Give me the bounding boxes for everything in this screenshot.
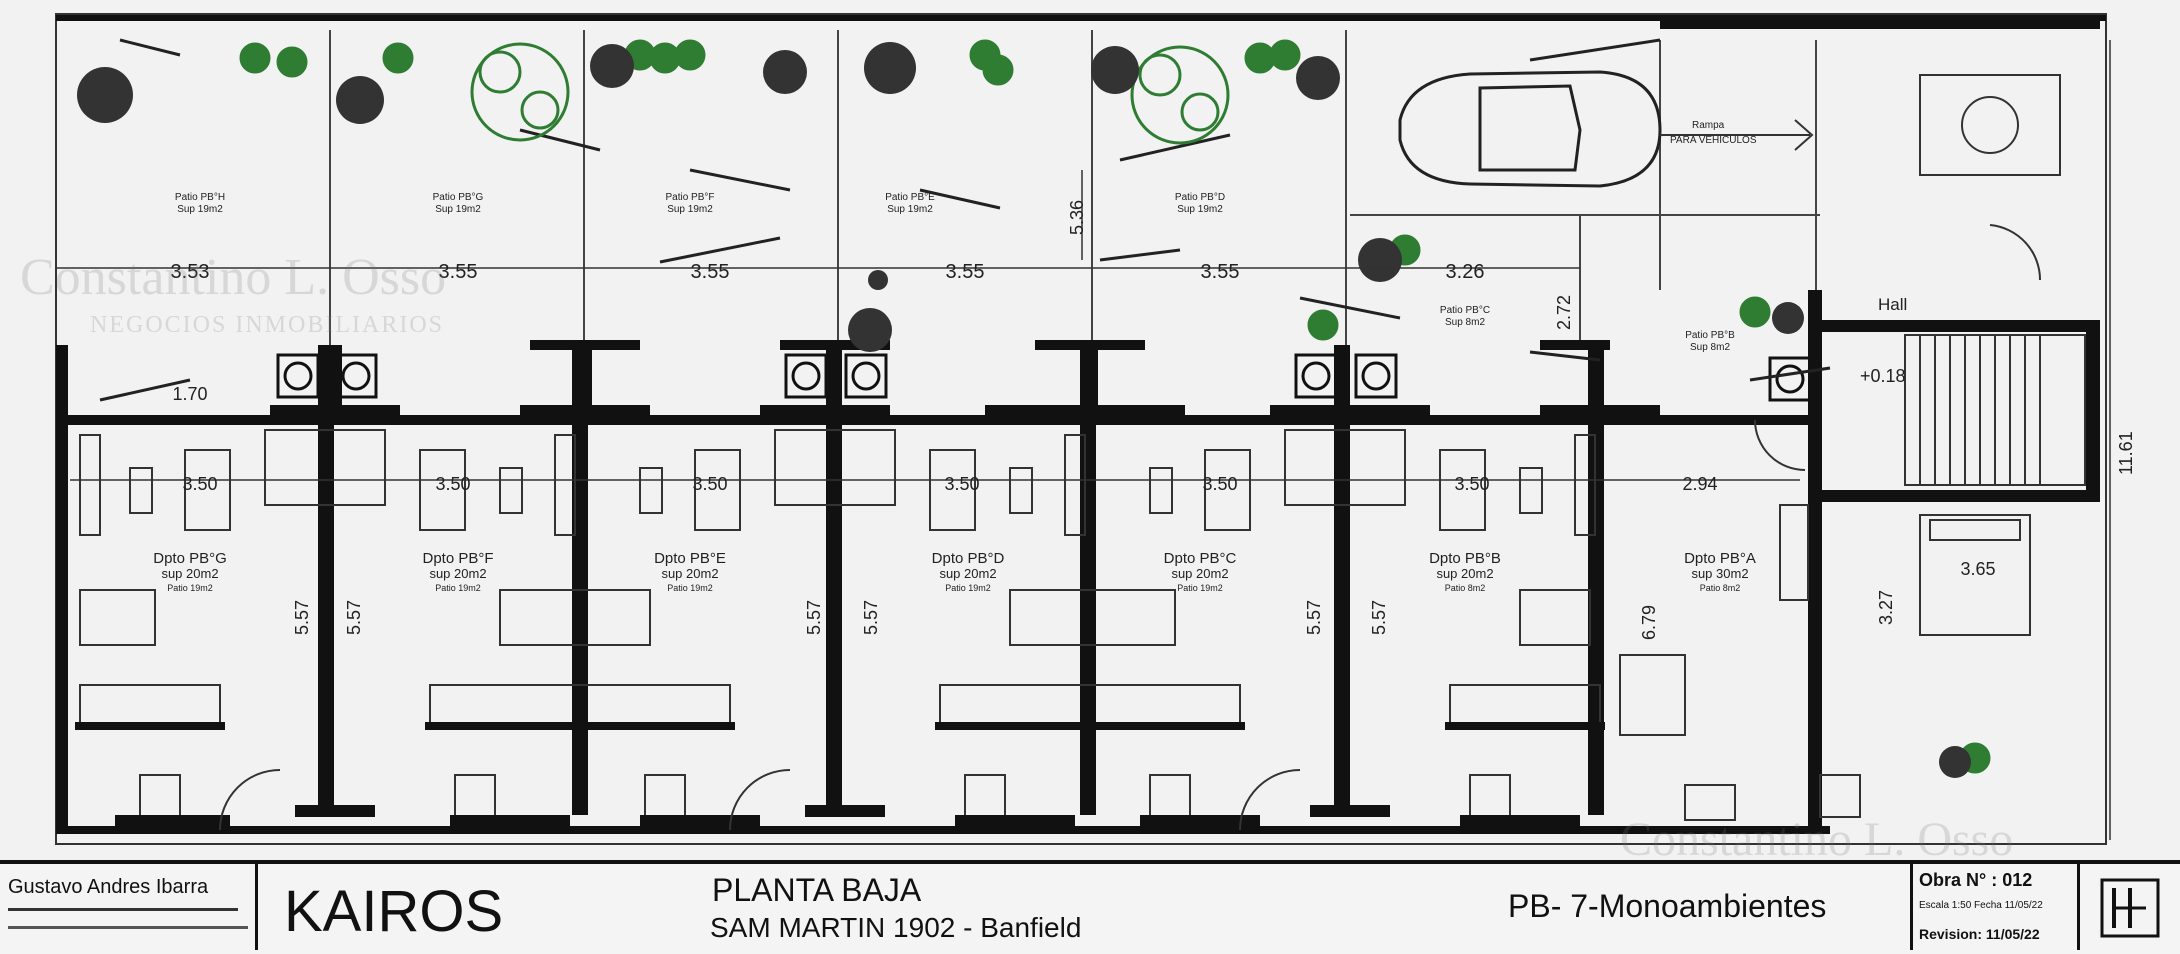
dpto-a: Dpto PB°A — [1684, 550, 1756, 567]
plants — [239, 39, 1991, 774]
patio-dividers — [329, 30, 1820, 345]
washing-machines — [276, 353, 1812, 402]
sup-c: sup 20m2 — [1171, 566, 1228, 581]
author-underline — [8, 908, 238, 911]
dim-width-e: 3.55 — [691, 261, 730, 283]
dpto-d: Dpto PB°D — [932, 550, 1005, 567]
patio-label-f: Patio PB°F — [665, 192, 714, 203]
wall-stubs — [270, 340, 1660, 417]
patio-note-a: Patio 8m2 — [1700, 583, 1741, 593]
room-width-d: 3.50 — [944, 474, 979, 494]
dim-327: 3.27 — [1876, 590, 1896, 625]
palm-plants — [77, 42, 1971, 778]
dim-365: 3.65 — [1960, 559, 1995, 579]
patio-label-g: Patio PB°G — [433, 192, 484, 203]
patio-sup-h: Sup 19m2 — [177, 204, 223, 215]
patio-label-c: Patio PB°C — [1440, 305, 1490, 316]
dim-depth-5: 5.57 — [1304, 600, 1324, 635]
sup-g: sup 20m2 — [161, 566, 218, 581]
dim-depth-3: 5.57 — [804, 600, 824, 635]
ramp-title: Rampa — [1692, 120, 1725, 131]
dim-170: 1.70 — [172, 384, 207, 404]
dim-depth-patio: 5.36 — [1067, 200, 1087, 235]
room-width-e: 3.50 — [692, 474, 727, 494]
patio-sup-b: Sup 8m2 — [1690, 342, 1730, 353]
sup-a: sup 30m2 — [1691, 566, 1748, 581]
sup-e: sup 20m2 — [661, 566, 718, 581]
patio-note-d: Patio 19m2 — [945, 583, 991, 593]
room-width-c: 3.50 — [1202, 474, 1237, 494]
patio-label-b: Patio PB°B — [1685, 330, 1735, 341]
author-contact-line — [8, 926, 248, 929]
author-cell: Gustavo Andres Ibarra — [0, 864, 258, 950]
car — [1398, 70, 1662, 188]
utility-circle — [1961, 96, 2019, 154]
dim-679: 6.79 — [1639, 605, 1659, 640]
sheet-code-icon — [2100, 878, 2160, 938]
dim-total: 11.61 — [2116, 431, 2136, 475]
room-width-a: 2.94 — [1682, 474, 1717, 494]
patio-note-f: Patio 19m2 — [435, 583, 481, 593]
sup-d: sup 20m2 — [939, 566, 996, 581]
dpto-g: Dpto PB°G — [153, 550, 227, 567]
dpto-c: Dpto PB°C — [1164, 550, 1237, 567]
stair-treads — [1919, 335, 2041, 485]
title-block: Gustavo Andres Ibarra KAIROS PLANTA BAJA… — [0, 860, 2180, 954]
sup-b: sup 20m2 — [1436, 566, 1493, 581]
obra-cell: Obra N° : 012 Escala 1:50 Fecha 11/05/22… — [1910, 864, 2080, 950]
markup-lines — [99, 38, 1831, 402]
patio-note-e: Patio 19m2 — [667, 583, 713, 593]
dim-width-g: 3.53 — [171, 261, 210, 283]
dimension-lines — [56, 40, 2111, 840]
patio-sup-g: Sup 19m2 — [435, 204, 481, 215]
patio-note-g: Patio 19m2 — [167, 583, 213, 593]
patio-note-b: Patio 8m2 — [1445, 583, 1486, 593]
patio-note-c: Patio 19m2 — [1177, 583, 1223, 593]
author-name: Gustavo Andres Ibarra — [8, 876, 209, 898]
patio-label-d: Patio PB°D — [1175, 192, 1225, 203]
escala-fecha: Escala 1:50 Fecha 11/05/22 — [1919, 900, 2043, 911]
project-name: KAIROS — [284, 879, 504, 944]
dim-depth-4: 5.57 — [861, 600, 881, 635]
dim-depth-1: 5.57 — [292, 600, 312, 635]
dim-width-c: 3.55 — [1201, 261, 1240, 283]
plan-labels: 3.53 3.55 3.55 3.55 3.55 3.26 Patio PB°H… — [153, 120, 2136, 640]
dpto-f: Dpto PB°F — [422, 550, 493, 567]
revision: Revision: 11/05/22 — [1919, 926, 2040, 942]
room-width-f: 3.50 — [435, 474, 470, 494]
room-width-b: 3.50 — [1454, 474, 1489, 494]
dpto-e: Dpto PB°E — [654, 550, 726, 567]
address: SAM MARTIN 1902 - Banfield — [710, 912, 1082, 943]
dim-width-f: 3.55 — [439, 261, 478, 283]
ramp-arrow — [1660, 119, 1814, 151]
utility-box — [1919, 74, 2061, 176]
sup-f: sup 20m2 — [429, 566, 486, 581]
sheet-code-cell — [2080, 864, 2180, 950]
dim-width-b: 3.26 — [1446, 261, 1485, 283]
obra-number: Obra N° : 012 — [1919, 870, 2033, 890]
level-mark: +0.18 — [1860, 366, 1906, 386]
dim-depth-2: 5.57 — [344, 600, 364, 635]
dpto-b: Dpto PB°B — [1429, 550, 1501, 567]
dim-width-d: 3.55 — [946, 261, 985, 283]
ramp-sub: PARA VEHICULOS — [1670, 135, 1757, 146]
patio-label-e: Patio PB°E — [885, 192, 935, 203]
units-summary: PB- 7-Monoambientes — [1508, 888, 1827, 924]
patio-sup-f: Sup 19m2 — [667, 204, 713, 215]
patio-sup-e: Sup 19m2 — [887, 204, 933, 215]
sheet-name: PLANTA BAJA — [712, 872, 922, 908]
project-cell: KAIROS PLANTA BAJA SAM MARTIN 1902 - Ban… — [258, 864, 1916, 950]
floor-plan: 3.53 3.55 3.55 3.55 3.55 3.26 Patio PB°H… — [55, 13, 2136, 845]
kitchen-counters — [75, 722, 1605, 827]
room-width-g: 3.50 — [182, 474, 217, 494]
dim-depth-6: 5.57 — [1369, 600, 1389, 635]
hall-label: Hall — [1878, 295, 1907, 314]
patio-sup-c: Sup 8m2 — [1445, 317, 1485, 328]
patio-sup-d: Sup 19m2 — [1177, 204, 1223, 215]
patio-label-h: Patio PB°H — [175, 192, 225, 203]
dim-272: 2.72 — [1554, 295, 1574, 330]
doors — [219, 224, 2042, 831]
